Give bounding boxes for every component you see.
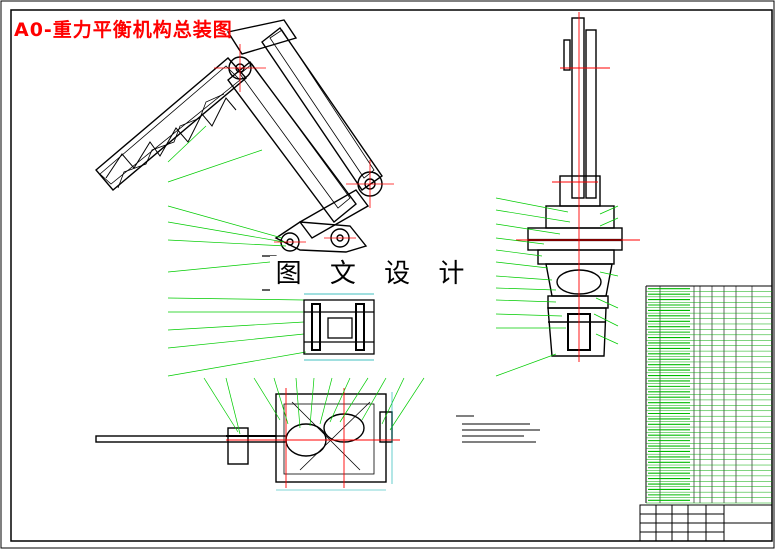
inner-border: [10, 9, 773, 542]
section-detail-a: [303, 293, 375, 361]
technical-notes: [456, 415, 540, 443]
top-view-dimensions: [276, 392, 393, 491]
watermark-label: 图 文 设 计: [270, 256, 480, 292]
top-view-leader-lines: [203, 377, 425, 435]
side-centerlines: [516, 12, 640, 362]
top-view-centerlines: [226, 388, 400, 488]
parts-list-table: [645, 285, 772, 504]
front-view-arm: [95, 19, 383, 291]
top-view: [95, 393, 393, 483]
drawing-title: A0-重力平衡机构总装图: [14, 19, 233, 41]
side-view-column: [527, 17, 623, 357]
front-leader-lines: [167, 125, 307, 377]
front-centerlines: [214, 44, 394, 243]
title-block: [639, 504, 773, 542]
side-leader-lines: [495, 197, 619, 377]
